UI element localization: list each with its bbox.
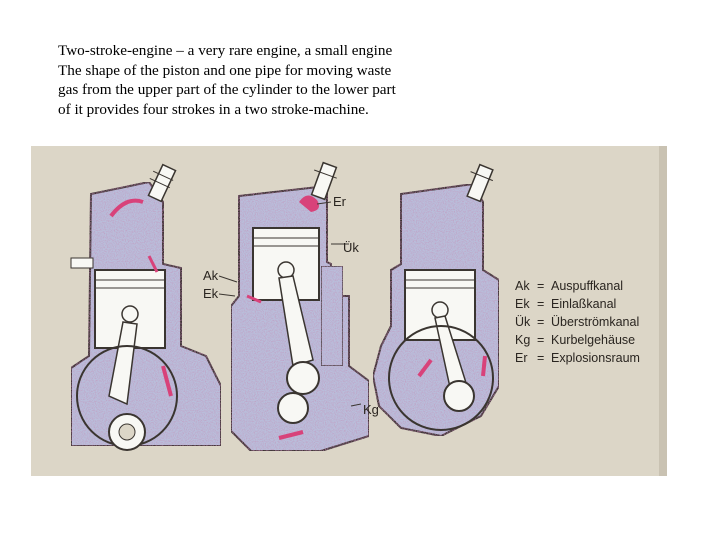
legend-eq-1: =	[537, 279, 544, 293]
flow-arrow-3b	[483, 356, 485, 376]
caption-text: Two-stroke-engine – a very rare engine, …	[58, 41, 478, 119]
crank-pin-2	[287, 362, 319, 394]
legend-term-3: Überströmkanal	[551, 315, 639, 329]
legend-term-5: Explosionsraum	[551, 351, 640, 365]
legend-eq-3: =	[537, 315, 544, 329]
legend-abbr-1: Ak	[515, 279, 530, 293]
legend-eq-4: =	[537, 333, 544, 347]
legend-term-1: Auspuffkanal	[551, 279, 623, 293]
crankshaft-3	[444, 381, 474, 411]
caption-line-1: Two-stroke-engine – a very rare engine, …	[58, 41, 478, 61]
legend-eq-5: =	[537, 351, 544, 365]
label-ek: Ek	[203, 286, 219, 301]
legend-abbr-3: Ük	[515, 315, 531, 329]
legend-term-2: Einlaßkanal	[551, 297, 616, 311]
engine-diagram: Er Ük Ak Ek Kg Ak = Auspuffkanal Ek = Ei…	[31, 146, 667, 476]
caption-line-4: of it provides four strokes in a two str…	[58, 100, 478, 120]
right-page-edge	[659, 146, 667, 476]
legend-term-4: Kurbelgehäuse	[551, 333, 635, 347]
legend-abbr-5: Er	[515, 351, 528, 365]
label-ak: Ak	[203, 268, 219, 283]
cylinder-wall-left-1	[71, 258, 93, 268]
label-kg: Kg	[363, 402, 379, 417]
legend-abbr-4: Kg	[515, 333, 530, 347]
piston-pin-1	[122, 306, 138, 322]
label-er: Er	[333, 194, 347, 209]
legend-eq-2: =	[537, 297, 544, 311]
label-uk: Ük	[343, 240, 359, 255]
engine-diagram-scan: Er Ük Ak Ek Kg Ak = Auspuffkanal Ek = Ei…	[31, 146, 667, 476]
caption-line-3: gas from the upper part of the cylinder …	[58, 80, 478, 100]
crankshaft-2	[278, 393, 308, 423]
caption-line-2: The shape of the piston and one pipe for…	[58, 61, 478, 81]
transfer-port-uk	[321, 266, 343, 366]
legend-abbr-2: Ek	[515, 297, 530, 311]
